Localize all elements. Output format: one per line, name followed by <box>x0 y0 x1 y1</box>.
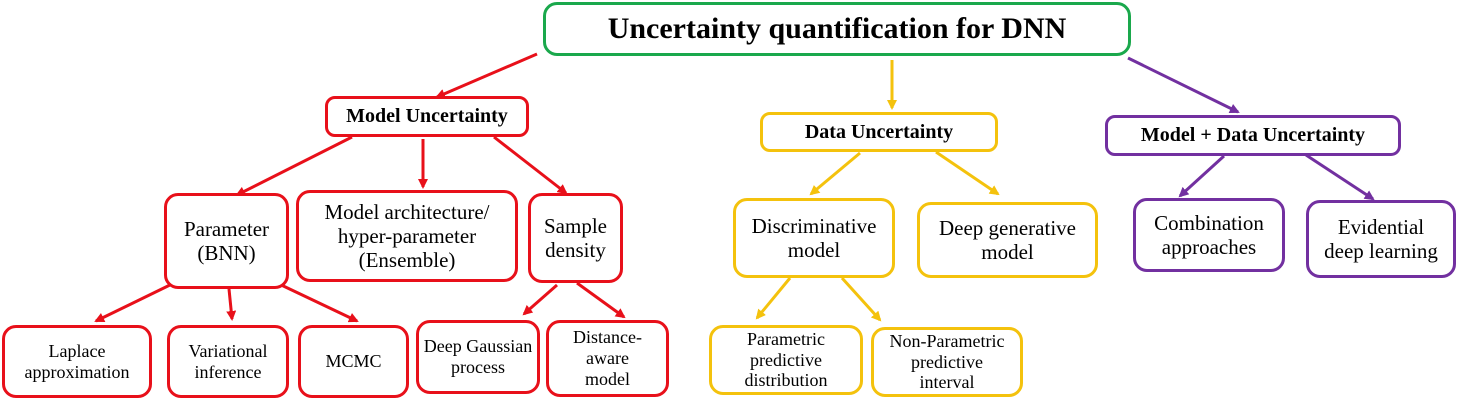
distance-aware-model-label: Distance- aware model <box>573 327 642 389</box>
root-node: Uncertainty quantification for DNN <box>543 2 1131 56</box>
mcmc-label: MCMC <box>325 351 382 372</box>
arrow-model-to-parameter <box>235 135 353 197</box>
deep-generative-model-label: Deep generative model <box>938 215 1076 264</box>
distance-aware-model-node: Distance- aware model <box>546 320 669 397</box>
arrow-model-to-density <box>493 135 568 195</box>
parametric-predictive-distribution-label: Parametric predictive distribution <box>744 328 828 391</box>
model-uncertainty-node: Model Uncertainty <box>325 96 529 137</box>
parameter-bnn-node: Parameter (BNN) <box>164 193 289 289</box>
model-data-uncertainty-node: Model + Data Uncertainty <box>1105 115 1401 156</box>
arrow-parameter-to-laplace <box>94 282 173 323</box>
sample-density-node: Sample density <box>528 193 623 283</box>
model-data-uncertainty-label: Model + Data Uncertainty <box>1140 124 1366 146</box>
parameter-bnn-label: Parameter (BNN) <box>183 216 270 265</box>
data-uncertainty-label: Data Uncertainty <box>804 120 954 143</box>
combination-approaches-node: Combination approaches <box>1133 198 1285 272</box>
laplace-approximation-label: Laplace approximation <box>24 340 130 382</box>
discriminative-model-label: Discriminative model <box>751 213 877 262</box>
combination-approaches-label: Combination approaches <box>1154 210 1264 259</box>
non-parametric-predictive-interval-node: Non-Parametric predictive interval <box>871 327 1023 397</box>
model-architecture-label: Model architecture/ hyper-parameter (Ens… <box>324 199 490 273</box>
model-architecture-node: Model architecture/ hyper-parameter (Ens… <box>296 190 518 282</box>
arrow-data-to-generative <box>935 150 1000 196</box>
deep-gaussian-process-node: Deep Gaussian process <box>416 320 540 394</box>
arrow-combined-to-evidential <box>1305 153 1375 201</box>
variational-inference-label: Variational inference <box>188 340 268 382</box>
evidential-deep-learning-node: Evidential deep learning <box>1306 200 1456 278</box>
arrow-density-to-gaussian <box>522 283 558 316</box>
discriminative-model-node: Discriminative model <box>733 198 895 278</box>
model-uncertainty-label: Model Uncertainty <box>346 105 508 127</box>
deep-gaussian-process-label: Deep Gaussian process <box>423 336 533 377</box>
arrow-combined-to-combination <box>1178 154 1226 198</box>
root-label: Uncertainty quantification for DNN <box>607 11 1067 45</box>
variational-inference-node: Variational inference <box>167 325 289 398</box>
non-parametric-predictive-interval-label: Non-Parametric predictive interval <box>889 330 1005 393</box>
arrow-density-to-distance <box>576 281 626 319</box>
parametric-predictive-distribution-node: Parametric predictive distribution <box>709 325 863 395</box>
laplace-approximation-node: Laplace approximation <box>2 325 152 398</box>
arrow-parameter-to-variational <box>226 288 237 321</box>
arrow-root-to-model <box>435 52 538 99</box>
arrow-parameter-to-mcmc <box>276 281 359 323</box>
sample-density-label: Sample density <box>544 213 607 262</box>
arrow-discriminative-to-nonparametric <box>840 276 882 322</box>
arrow-discriminative-to-parametric <box>755 277 792 320</box>
mcmc-node: MCMC <box>298 325 409 398</box>
evidential-deep-learning-label: Evidential deep learning <box>1324 214 1438 263</box>
data-uncertainty-node: Data Uncertainty <box>760 112 998 152</box>
deep-generative-model-node: Deep generative model <box>917 202 1098 278</box>
arrow-data-to-discriminative <box>809 151 861 196</box>
arrow-root-to-combined <box>1127 56 1240 114</box>
